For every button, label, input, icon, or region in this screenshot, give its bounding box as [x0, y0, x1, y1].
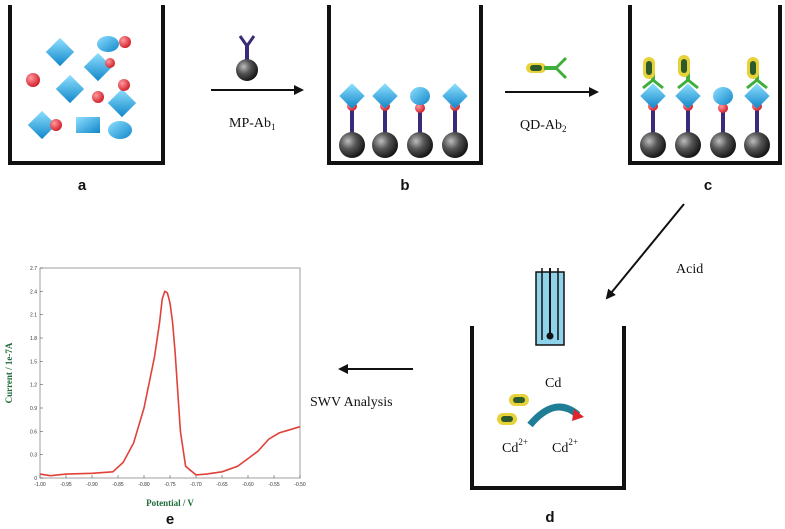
- beaker-b: [327, 5, 483, 165]
- panel-label-d: d: [545, 509, 554, 526]
- step-mp-ab1: MP-Ab1: [211, 35, 304, 132]
- y-tick-group: 0 0.3 0.6 0.9 1.2 1.5 1.8 2.1 2.4 2.7: [30, 266, 43, 482]
- qd-ab2-icon: [526, 56, 568, 80]
- y-tick-label: 0: [34, 476, 37, 482]
- label-sphere: [50, 119, 62, 131]
- beaker-c: [628, 5, 782, 165]
- y-tick-label: 1.2: [30, 383, 37, 389]
- cd-ion-right-charge: 2+: [568, 437, 578, 447]
- sandwich-complex: [640, 57, 666, 158]
- step-acid: Acid: [605, 203, 703, 300]
- panel-e-chart: 00.30.60.91.21.51.82.12.42.7 -1.00-0.95-…: [4, 266, 306, 508]
- label-sphere: [105, 58, 115, 68]
- y-tick-label: 0.6: [30, 429, 37, 435]
- electrode-cell-icon: [535, 268, 565, 346]
- captured-complex: [407, 87, 433, 158]
- y-tick-label: 2.4: [30, 289, 37, 295]
- panel-d: Cd Cd2+ Cd2+: [470, 268, 626, 490]
- x-axis-title: Potential / V: [146, 498, 194, 508]
- x-tick-label: -0.60: [242, 482, 254, 488]
- sandwich-complex: [744, 57, 770, 158]
- y-tick-label: 0.9: [30, 406, 37, 412]
- captured-complex: [372, 83, 398, 158]
- panel-label-b: b: [400, 177, 409, 194]
- captured-complex: [442, 83, 468, 158]
- sandwich-complex: [710, 87, 736, 158]
- y-tick-label: 2.7: [30, 266, 37, 272]
- panel-a: [8, 5, 165, 165]
- y-tick-label: 1.8: [30, 336, 37, 342]
- panel-b: [327, 5, 483, 165]
- antigen-ellipse: [97, 36, 119, 52]
- cd-ion-left-charge: 2+: [518, 437, 528, 447]
- antigen-diamond: [83, 52, 113, 82]
- panel-label-e: e: [166, 511, 174, 528]
- cd-label: Cd: [545, 376, 561, 391]
- x-tick-label: -1.00: [34, 482, 46, 488]
- step-label-qd-ab2-sub: 2: [562, 124, 567, 134]
- antigen-diamond: [107, 88, 137, 118]
- step-label-swv: SWV Analysis: [310, 395, 393, 410]
- label-sphere: [119, 36, 131, 48]
- x-tick-label: -0.65: [216, 482, 228, 488]
- y-axis-title: Current / 1e-7A: [4, 342, 14, 403]
- svg-text:Cd2+: Cd2+: [552, 437, 578, 456]
- x-tick-label: -0.50: [294, 482, 306, 488]
- panel-label-c: c: [704, 177, 712, 194]
- mp-ab1-icon: [236, 35, 258, 81]
- captured-complex: [339, 83, 365, 158]
- x-tick-group: -1.00 -0.95 -0.90 -0.85 -0.80 -0.75 -0.70 -0.65…: [34, 475, 306, 488]
- dissolution-curved-arrow: [527, 403, 581, 428]
- svg-text:Cd2+: Cd2+: [502, 437, 528, 456]
- svg-text:QD-Ab2: QD-Ab2: [520, 118, 567, 134]
- panel-label-a: a: [78, 177, 87, 194]
- x-tick-label: -0.85: [112, 482, 124, 488]
- swv-curve: [39, 290, 301, 477]
- cd-ion-left: Cd: [502, 441, 518, 456]
- panel-c: [628, 5, 782, 165]
- x-tick-label: -0.70: [190, 482, 202, 488]
- x-tick-label: -0.95: [60, 482, 72, 488]
- x-tick-label: -0.55: [268, 482, 280, 488]
- y-tick-label: 2.1: [30, 313, 37, 319]
- step-swv: SWV Analysis: [310, 364, 413, 410]
- step-label-mp-ab1: MP-Ab: [229, 116, 271, 131]
- svg-text:MP-Ab1: MP-Ab1: [229, 116, 276, 132]
- label-sphere: [26, 73, 40, 87]
- y-tick-label: 0.3: [30, 453, 37, 459]
- cd-ion-right: Cd: [552, 441, 568, 456]
- antigen-diamond: [45, 37, 75, 67]
- beaker-d: [470, 326, 626, 490]
- step-qd-ab2: QD-Ab2: [505, 56, 599, 134]
- label-sphere: [118, 79, 130, 91]
- sandwich-complex: [675, 55, 701, 158]
- step-label-acid: Acid: [676, 262, 703, 277]
- x-tick-label: -0.80: [138, 482, 150, 488]
- y-tick-label: 1.5: [30, 359, 37, 365]
- antigen-diamond: [55, 74, 85, 104]
- antigen-rectangle: [76, 117, 100, 133]
- plot-area: [39, 267, 301, 479]
- step-label-qd-ab2: QD-Ab: [520, 118, 562, 133]
- antigen-ellipse: [108, 121, 132, 139]
- arrow-c-to-d: [605, 203, 685, 300]
- step-label-mp-ab1-sub: 1: [271, 122, 276, 132]
- x-tick-label: -0.75: [164, 482, 176, 488]
- dissolved-qd: [497, 413, 517, 425]
- beaker-a: [8, 5, 165, 165]
- label-sphere: [92, 91, 104, 103]
- x-tick-label: -0.90: [86, 482, 98, 488]
- dissolved-qd: [509, 394, 529, 406]
